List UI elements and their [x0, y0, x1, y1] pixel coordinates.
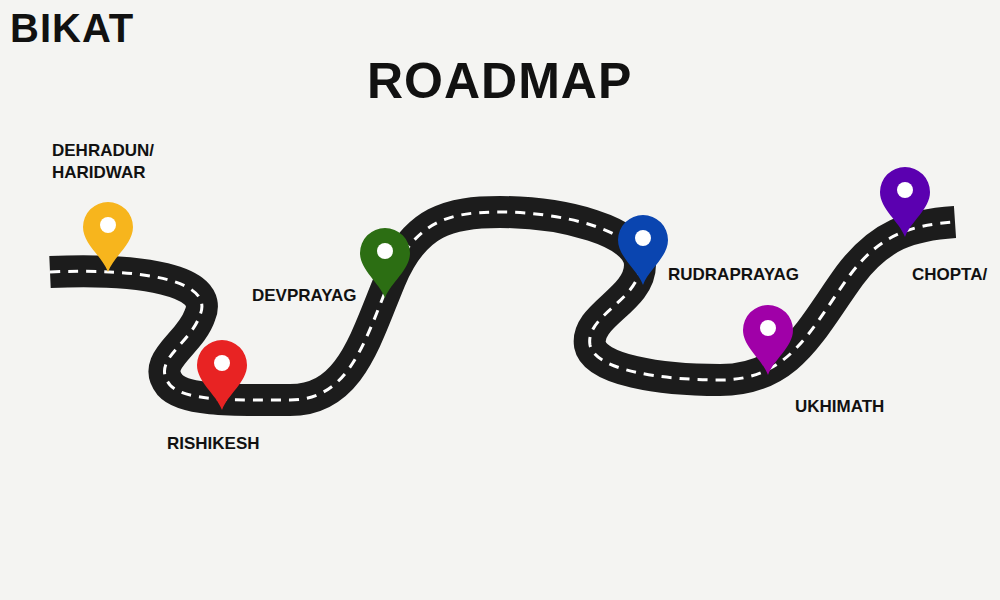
place-label: CHOPTA/	[912, 265, 987, 285]
map-pin	[83, 202, 133, 272]
map-pin	[360, 228, 410, 298]
road	[50, 212, 955, 400]
title: ROADMAP	[367, 52, 632, 110]
map-pin	[743, 305, 793, 375]
place-label: RUDRAPRAYAG	[668, 265, 799, 285]
map-pin	[197, 340, 247, 410]
logo: BIKAT	[10, 6, 134, 51]
road-marking	[50, 212, 955, 400]
place-label: DEVPRAYAG	[252, 286, 357, 306]
map-pin	[880, 167, 930, 237]
place-label: UKHIMATH	[795, 397, 884, 417]
place-label: RISHIKESH	[167, 434, 260, 454]
map-pin	[618, 215, 668, 285]
place-label: DEHRADUN/ HARIDWAR	[52, 140, 177, 184]
